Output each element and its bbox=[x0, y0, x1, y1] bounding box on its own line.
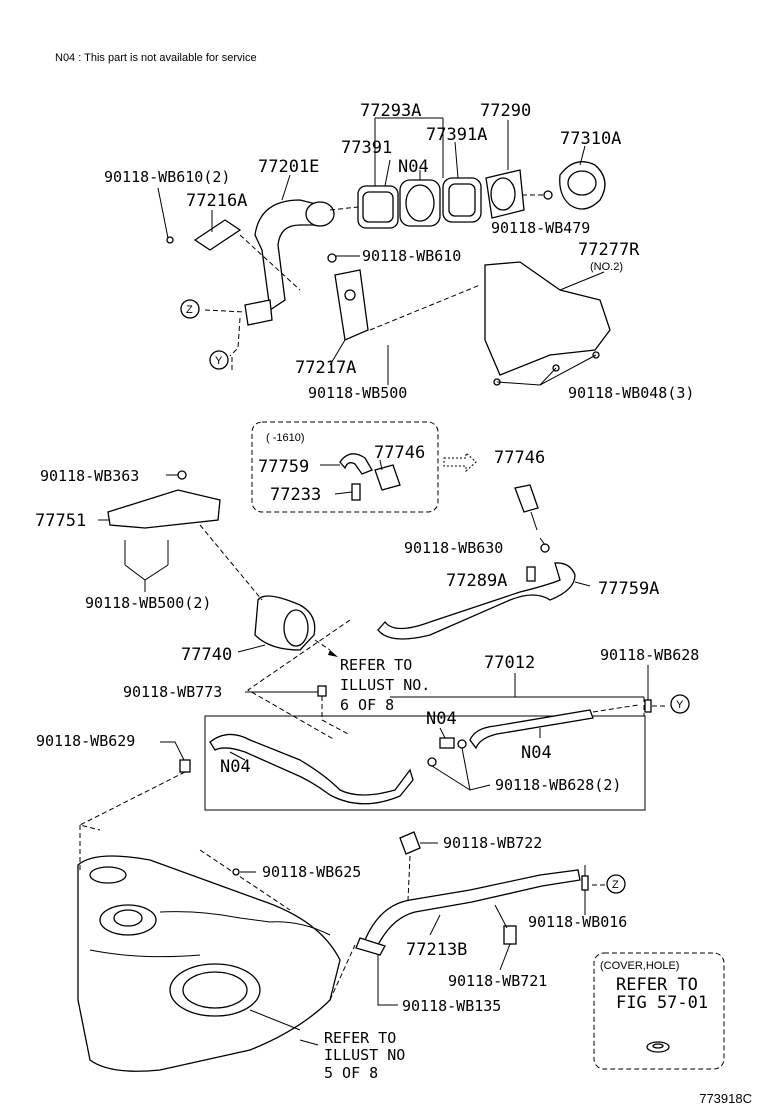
bolt-wb610[interactable] bbox=[327, 253, 337, 263]
label-77759: 77759 bbox=[258, 457, 309, 477]
label-77759a: 77759A bbox=[598, 579, 659, 599]
label-90118-wb363: 90118-WB363 bbox=[40, 467, 139, 485]
clip-wb363[interactable] bbox=[177, 470, 187, 480]
bolt-wb479[interactable] bbox=[543, 190, 553, 200]
inset-box-1610 bbox=[251, 421, 439, 513]
label-77310a: 77310A bbox=[560, 129, 621, 149]
label-77740: 77740 bbox=[181, 645, 232, 665]
arrow-head-icon bbox=[328, 650, 338, 657]
refer6-line1: REFER TO bbox=[340, 656, 412, 674]
label-90118-wb500-2: 90118-WB500(2) bbox=[85, 594, 211, 612]
label-77293a: 77293A bbox=[360, 101, 421, 121]
clamp-77233[interactable] bbox=[351, 483, 361, 501]
clamp-77289a[interactable] bbox=[526, 566, 536, 582]
label-n04-b: N04 bbox=[220, 757, 251, 777]
label-77233: 77233 bbox=[270, 485, 321, 505]
label-77391a: 77391A bbox=[426, 125, 487, 145]
group-box-77012 bbox=[204, 715, 646, 811]
label-90118-wb629: 90118-WB629 bbox=[36, 732, 135, 750]
label-90118-wb628-2: 90118-WB628(2) bbox=[495, 776, 621, 794]
label-90118-wb135: 90118-WB135 bbox=[402, 997, 501, 1015]
label-90118-wb721: 90118-WB721 bbox=[448, 972, 547, 990]
refer5-line1: REFER TO bbox=[324, 1029, 396, 1047]
clamp-wb628[interactable] bbox=[644, 699, 652, 713]
marker-y-mid-label: Y bbox=[676, 699, 684, 711]
marker-y-top bbox=[209, 350, 229, 370]
label-n04-top: N04 bbox=[398, 157, 429, 177]
label-77746: 77746 bbox=[494, 448, 545, 468]
clamp-wb630[interactable] bbox=[540, 543, 550, 553]
cover-hole-box bbox=[593, 952, 725, 1070]
clip-wb721[interactable] bbox=[503, 925, 517, 945]
label-n04-c: N04 bbox=[521, 743, 552, 763]
valve-77746[interactable] bbox=[514, 484, 539, 513]
label-77217a: 77217A bbox=[295, 358, 356, 378]
filler-pipe-77201e[interactable] bbox=[254, 199, 326, 312]
filler-cap-group bbox=[157, 117, 611, 386]
clip-wb773[interactable] bbox=[317, 685, 327, 697]
label-refer-fig-2: FIG 57-01 bbox=[616, 993, 708, 1013]
label-refer-fig-1: REFER TO bbox=[616, 975, 698, 995]
hose-77759[interactable] bbox=[339, 453, 373, 475]
label-77746-inset: 77746 bbox=[374, 443, 425, 463]
label-90118-wb479: 90118-WB479 bbox=[491, 219, 590, 237]
bolt-wb016[interactable] bbox=[581, 875, 589, 891]
label-77391: 77391 bbox=[341, 138, 392, 158]
hose-n04-right[interactable] bbox=[469, 709, 594, 750]
refer5-line3: 5 OF 8 bbox=[324, 1064, 378, 1082]
label-77289a: 77289A bbox=[446, 571, 507, 591]
label-90118-wb048-3: 90118-WB048(3) bbox=[568, 384, 694, 402]
marker-z-bottom bbox=[606, 874, 626, 894]
service-note: N04 : This part is not available for ser… bbox=[55, 52, 257, 64]
label-77012: 77012 bbox=[484, 653, 535, 673]
protector-77277r[interactable] bbox=[484, 261, 611, 376]
label-77751: 77751 bbox=[35, 511, 86, 531]
label-90118-wb773: 90118-WB773 bbox=[123, 683, 222, 701]
clamp-wb628-2a[interactable] bbox=[427, 757, 437, 767]
label-90118-wb628: 90118-WB628 bbox=[600, 646, 699, 664]
clip-wb629[interactable] bbox=[179, 759, 191, 773]
figure-id: 773918C bbox=[699, 1091, 752, 1106]
label-1610: ( -1610) bbox=[266, 432, 305, 444]
marker-z-top bbox=[180, 299, 200, 319]
label-n04-a: N04 bbox=[426, 709, 457, 729]
clamp-wb628-2b[interactable] bbox=[457, 739, 467, 749]
label-90118-wb500: 90118-WB500 bbox=[308, 384, 407, 402]
marker-y-mid bbox=[670, 694, 690, 714]
clamp-wb135[interactable] bbox=[355, 937, 386, 956]
label-cover-hole: (COVER,HOLE) bbox=[600, 960, 679, 972]
refer5-line2: ILLUST NO bbox=[324, 1046, 405, 1064]
label-90118-wb016: 90118-WB016 bbox=[528, 913, 627, 931]
label-77201e: 77201E bbox=[258, 157, 319, 177]
label-77277r: 77277R bbox=[578, 240, 640, 260]
marker-z-top-label: Z bbox=[186, 304, 193, 316]
clip-wb625[interactable] bbox=[232, 868, 240, 876]
bracket-77216a[interactable] bbox=[193, 219, 242, 251]
marker-y-top-label: Y bbox=[215, 355, 223, 367]
label-90118-wb630: 90118-WB630 bbox=[404, 539, 503, 557]
label-90118-wb610-2: 90118-WB610(2) bbox=[104, 168, 230, 186]
label-77290: 77290 bbox=[480, 101, 531, 121]
bracket-77751[interactable] bbox=[107, 489, 221, 529]
filler-pipe-77213b[interactable] bbox=[364, 869, 581, 946]
label-90118-wb625: 90118-WB625 bbox=[262, 863, 361, 881]
arrow-icon bbox=[443, 451, 477, 473]
refer6-line3: 6 OF 8 bbox=[340, 696, 394, 714]
clip-wb722[interactable] bbox=[399, 831, 421, 855]
valve-77746-inset[interactable] bbox=[374, 464, 401, 491]
label-77216a: 77216A bbox=[186, 191, 247, 211]
hose-n04-left[interactable] bbox=[209, 733, 414, 805]
refer6-line2: ILLUST NO. bbox=[340, 676, 430, 694]
connector-n04[interactable] bbox=[439, 737, 455, 749]
label-90118-wb722: 90118-WB722 bbox=[443, 834, 542, 852]
marker-z-bottom-label: Z bbox=[612, 879, 619, 891]
hose-77759a[interactable] bbox=[377, 562, 576, 640]
label-90118-wb610: 90118-WB610 bbox=[362, 247, 461, 265]
label-77213b: 77213B bbox=[406, 940, 467, 960]
label-77277r-sub: (NO.2) bbox=[590, 261, 623, 273]
bracket-77217a[interactable] bbox=[334, 269, 369, 341]
bolt-wb610-2[interactable] bbox=[166, 236, 174, 244]
